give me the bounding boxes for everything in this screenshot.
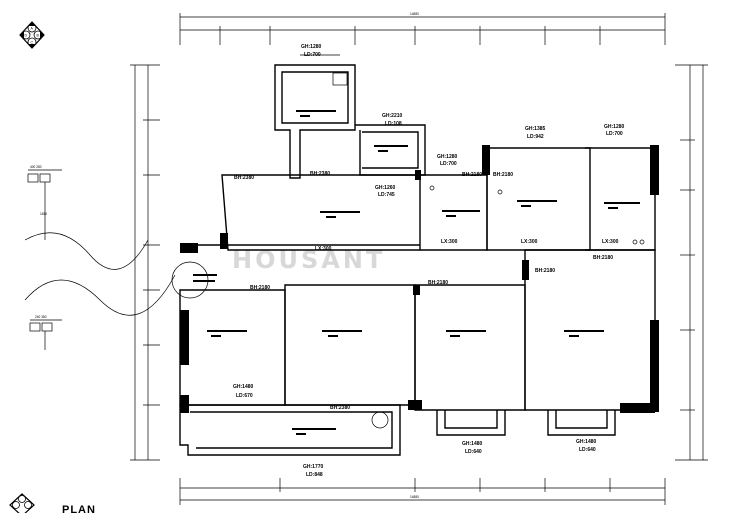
bay-mid-gh: GH:1480 <box>462 441 483 447</box>
detail-callouts: 400 280 240 380 1810 <box>24 165 209 350</box>
bath-top-gh: GH:2210 <box>382 113 403 119</box>
beam-label-4: BH:2180 <box>493 172 513 178</box>
compass-label-d: D <box>25 34 28 38</box>
beam-label-1: BH:2380 <box>234 175 254 181</box>
bedroom-mid-gh: GH:1385 <box>525 126 546 132</box>
fixture-symbols <box>300 54 645 429</box>
beam-label-3: BH:2180 <box>462 172 482 178</box>
callout-note: 1810 <box>40 212 47 216</box>
bedroom-right-ld: LD:700 <box>606 131 623 137</box>
bedroom-right-gh: GH:1280 <box>604 124 625 130</box>
plan-title: PLAN <box>62 504 96 513</box>
bath-small-ld: LD:700 <box>440 161 457 167</box>
compass-icon: A D B C <box>19 21 45 49</box>
bay-right-ld: LD:640 <box>579 447 596 453</box>
left-dimension-lines <box>130 64 160 461</box>
lx-bath: LX:300 <box>441 239 458 245</box>
bottom-dimension-lines <box>179 478 666 505</box>
beam-label-6: BH:2180 <box>593 255 613 261</box>
top-dimension-lines <box>179 13 666 45</box>
lx-living: LX:300 <box>315 246 332 252</box>
compass-label-a: A <box>31 27 34 31</box>
beam-label-7: BH:2180 <box>428 280 448 286</box>
beam-label-5: BH:2180 <box>535 268 555 274</box>
bottom-total-dimension: 14880 <box>410 495 419 499</box>
room-annotation-marks <box>193 110 640 435</box>
balcony-bottom-gh: GH:1770 <box>303 464 324 470</box>
callout-dim-2: 240 380 <box>35 315 47 319</box>
structural-columns <box>180 145 659 413</box>
bay-right-gh: GH:1480 <box>576 439 597 445</box>
bedroom-mid-ld: LD:942 <box>527 134 544 140</box>
living-top-gh: GH:1260 <box>375 185 396 191</box>
living-top-ld: LD:745 <box>378 192 395 198</box>
beam-label-2: BH:2380 <box>310 171 330 177</box>
callout-dim-1: 400 280 <box>30 165 42 169</box>
bath-small-gh: GH:1280 <box>437 154 458 160</box>
top-total-dimension: 14880 <box>410 12 419 16</box>
bath-top-ld: LD:108 <box>385 121 402 127</box>
balcony-top-gh: GH:1280 <box>301 44 322 50</box>
compass-label-b: B <box>37 34 40 38</box>
lx-bedroom-right: LX:300 <box>602 239 619 245</box>
balcony-bottom-ld: LD:848 <box>306 472 323 478</box>
bay-mid-ld: LD:640 <box>465 449 482 455</box>
beam-label-9: BH:2380 <box>330 405 350 411</box>
plan-title-block: PLAN <box>9 493 96 513</box>
left-room-gh: GH:1480 <box>233 384 254 390</box>
right-dimension-lines <box>675 64 708 461</box>
compass-label-c: C <box>31 41 34 45</box>
beam-label-8: BH:2180 <box>250 285 270 291</box>
lx-bedroom-mid: LX:300 <box>521 239 538 245</box>
balcony-top-ld: LD:700 <box>304 52 321 58</box>
left-room-ld: LD:670 <box>236 393 253 399</box>
